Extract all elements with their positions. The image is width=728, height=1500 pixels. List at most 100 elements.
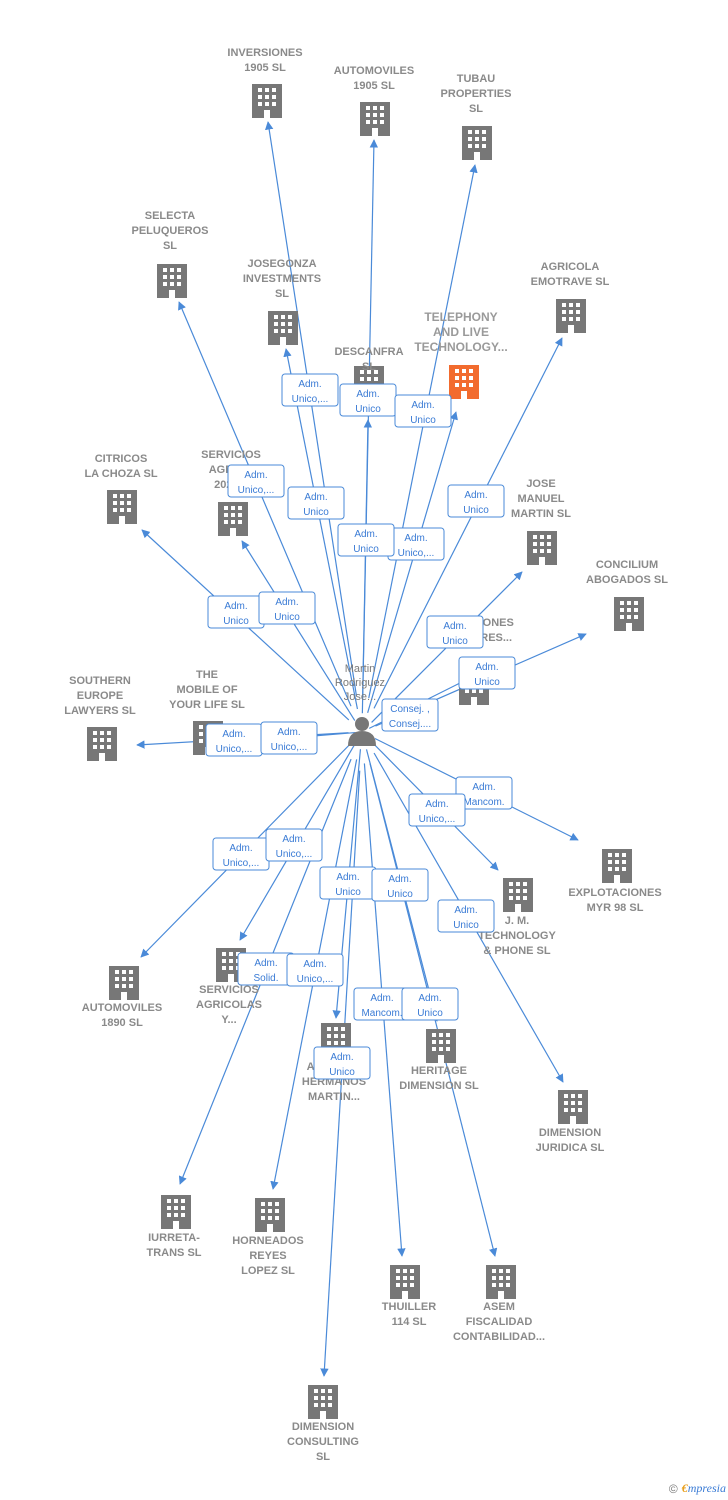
building-icon[interactable]	[161, 1195, 191, 1229]
building-icon[interactable]	[255, 1198, 285, 1232]
building-icon[interactable]	[252, 84, 282, 118]
role-badge-selecta[interactable]: Adm.Unico,...	[227, 464, 285, 498]
role-badge-explotaciones[interactable]: Adm.Mancom.	[455, 776, 513, 810]
building-icon[interactable]	[486, 1265, 516, 1299]
building-icon[interactable]	[614, 597, 644, 631]
building-icon[interactable]	[218, 502, 248, 536]
role-badge-josegonza[interactable]: Adm.Unico	[287, 486, 345, 520]
role-badge-iurreta[interactable]: Adm.Solid.	[237, 952, 295, 986]
role-badge-descanfra[interactable]: Adm.Unico	[337, 523, 395, 557]
company-node-iurreta[interactable]: IURRETA-TRANS SL	[147, 1195, 202, 1259]
building-icon[interactable]	[157, 264, 187, 298]
building-icon[interactable]	[527, 531, 557, 565]
building-icon[interactable]	[390, 1265, 420, 1299]
building-icon[interactable]	[426, 1029, 456, 1063]
person-icon[interactable]	[348, 717, 376, 746]
building-icon[interactable]	[602, 849, 632, 883]
role-badge-southern[interactable]: Adm.Unico,...	[205, 723, 263, 757]
role-badge-horneados[interactable]: Adm.Unico,...	[286, 953, 344, 987]
role-badge-dimension-consulting[interactable]: Adm.Unico	[313, 1046, 371, 1080]
footer-brand[interactable]: © €mpresia	[669, 1481, 726, 1496]
role-badge-jm-technology[interactable]: Adm.Unico,...	[408, 793, 466, 827]
role-badge-autocar[interactable]: Adm.Unico	[319, 866, 377, 900]
building-icon[interactable]	[107, 490, 137, 524]
building-icon[interactable]	[558, 1090, 588, 1124]
role-badge-concilium[interactable]: Adm.Unico	[458, 656, 516, 690]
role-badge-citricos[interactable]: Adm.Unico	[207, 595, 265, 629]
building-icon[interactable]	[503, 878, 533, 912]
building-icon[interactable]	[462, 126, 492, 160]
building-icon[interactable]	[308, 1385, 338, 1419]
company-label[interactable]: J. M.TECHNOLOGY& PHONE SL	[478, 915, 556, 957]
role-badge-servicios-agric-2020[interactable]: Adm.Unico	[258, 591, 316, 625]
building-icon[interactable]	[556, 299, 586, 333]
role-badge-automoviles-1890[interactable]: Adm.Unico,...	[212, 837, 270, 871]
company-node-jm-technology[interactable]: J. M.TECHNOLOGY& PHONE SL	[478, 878, 556, 957]
building-icon[interactable]	[268, 311, 298, 345]
role-badge-servicios-agricolas-y[interactable]: Adm.Unico,...	[265, 828, 323, 862]
role-badge-promociones[interactable]: Consej. ,Consej....	[381, 698, 439, 732]
company-label[interactable]: IURRETA-TRANS SL	[147, 1232, 202, 1259]
role-badge-automoviles-1905[interactable]: Adm.Unico	[339, 383, 397, 417]
building-icon[interactable]	[109, 966, 139, 1000]
role-badge-thuiller[interactable]: Adm.Mancom.	[353, 987, 411, 1021]
role-badge-tubau[interactable]: Adm.Unico,...	[387, 527, 445, 561]
role-badge-asem[interactable]: Adm.Unico	[401, 987, 459, 1021]
building-icon[interactable]	[87, 727, 117, 761]
role-badge-dimension-juridica[interactable]: Adm.Unico	[437, 899, 495, 933]
building-icon[interactable]	[360, 102, 390, 136]
role-badge-agricola[interactable]: Adm.Unico	[447, 484, 505, 518]
role-badge-inversiones[interactable]: Adm.Unico,...	[281, 373, 339, 407]
role-badge-jose-manuel[interactable]: Adm.Unico	[426, 615, 484, 649]
role-badge-telephony[interactable]: Adm.Unico	[394, 394, 452, 428]
role-badge-mobile[interactable]: Adm.Unico,...	[260, 721, 318, 755]
role-badge-heritage[interactable]: Adm.Unico	[371, 868, 429, 902]
